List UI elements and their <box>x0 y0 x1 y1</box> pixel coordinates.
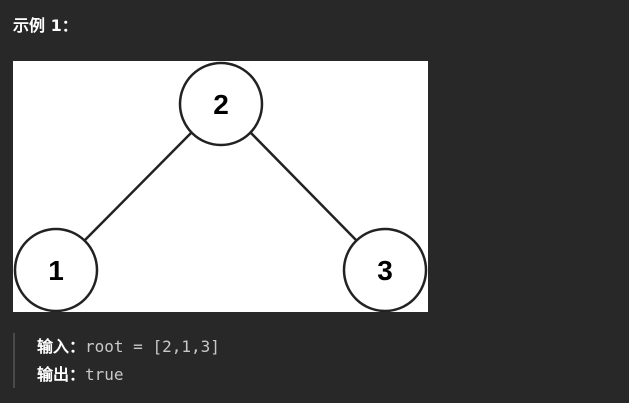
output-line: 输出：true <box>37 362 124 388</box>
tree-node-root-label: 2 <box>213 89 229 120</box>
example-title: 示例 1： <box>13 16 78 35</box>
input-label: 输入： <box>37 337 86 356</box>
tree-diagram-svg: 2 1 3 <box>13 61 428 312</box>
edge-root-right <box>250 132 357 241</box>
tree-node-right-label: 3 <box>377 255 393 286</box>
output-value: true <box>85 365 124 384</box>
tree-node-left <box>13 227 99 312</box>
tree-diagram: 2 1 3 <box>13 61 428 312</box>
tree-node-right <box>342 227 428 312</box>
tree-node-left-label: 1 <box>48 255 64 286</box>
edge-root-left <box>84 132 192 241</box>
tree-node-root <box>178 61 264 147</box>
io-block: 输入：root = [2,1,3] 输出：true <box>13 333 415 388</box>
output-label: 输出： <box>37 365 86 384</box>
input-line: 输入：root = [2,1,3] <box>37 334 220 360</box>
input-value: root = [2,1,3] <box>85 337 220 356</box>
